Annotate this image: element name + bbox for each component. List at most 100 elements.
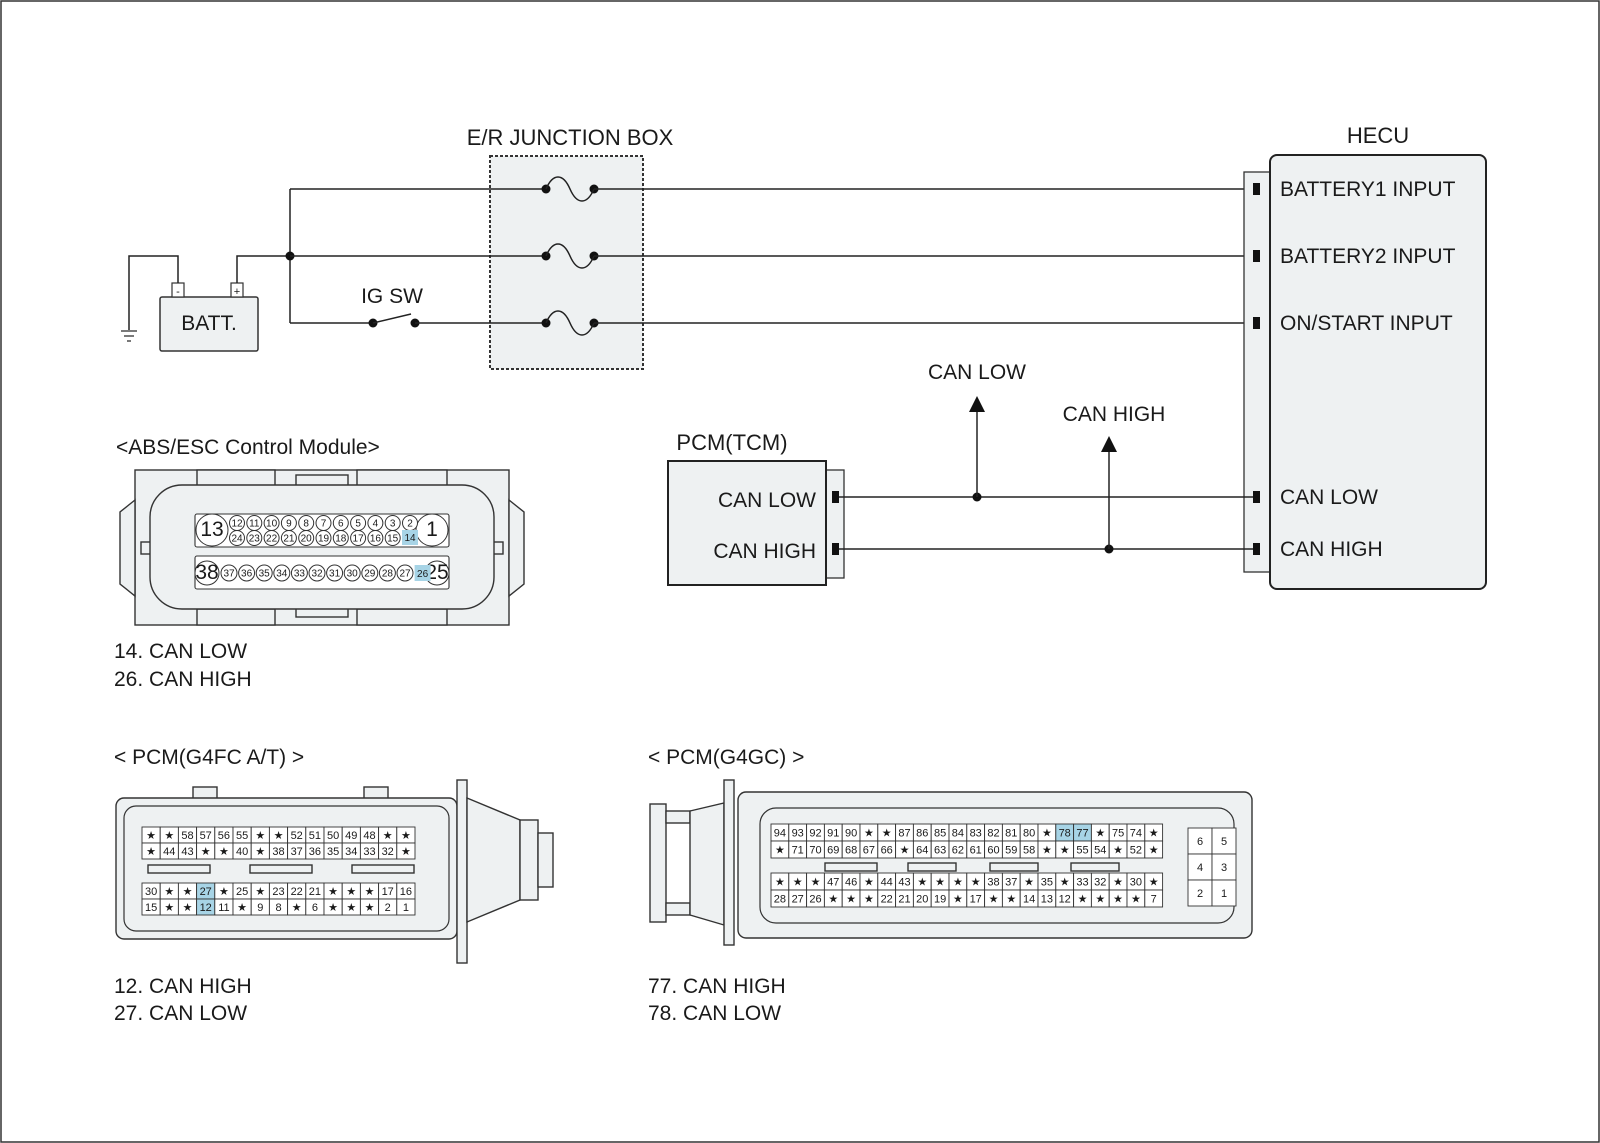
pcm-g4fc-pin: 38: [268, 842, 289, 860]
pcm-g4gc-pin: ★: [788, 872, 808, 891]
pcm-g4gc-pin: ★: [1055, 872, 1075, 891]
svg-text:85: 85: [934, 828, 946, 840]
svg-text:15: 15: [145, 902, 157, 914]
svg-text:6: 6: [312, 902, 318, 914]
svg-text:38: 38: [272, 846, 284, 858]
svg-text:★: ★: [219, 846, 229, 858]
pcm-g4gc-pin: ★: [966, 872, 986, 891]
pcm-g4gc-pin: 60: [984, 840, 1003, 859]
abs-pin: 19: [315, 530, 332, 546]
svg-text:7: 7: [1151, 894, 1157, 906]
svg-text:38: 38: [987, 877, 999, 889]
pcm-g4gc-pin: 44: [877, 872, 897, 891]
svg-text:13: 13: [1041, 894, 1053, 906]
pcm-g4gc-pin: 21: [895, 889, 914, 908]
svg-text:29: 29: [364, 569, 376, 580]
ground-wire: [128, 255, 179, 330]
svg-text:1: 1: [426, 518, 438, 541]
abs-pin: 35: [255, 564, 273, 582]
pcm-g4gc-pin: ★: [859, 823, 879, 842]
pcm-g4gc-pin: 91: [823, 823, 843, 842]
pcm-g4fc-pin: ★: [341, 898, 361, 916]
pcm-g4fc-pin: ★: [359, 898, 380, 916]
svg-text:91: 91: [827, 828, 839, 840]
pcm-g4gc-pin: 13: [1037, 889, 1057, 908]
abs-pin: 37: [220, 564, 238, 582]
abs-pin: 22: [263, 530, 280, 546]
pcm-g4fc-pin: ★: [396, 842, 416, 860]
pcm-g4gc-pin: ★: [1019, 872, 1039, 891]
pcm-g4gc-pin: ★: [770, 840, 790, 859]
svg-text:17: 17: [353, 534, 365, 545]
pcm-g4fc-pin: 27: [196, 882, 216, 900]
pcm-g4fc-pin: ★: [250, 826, 270, 844]
svg-text:★: ★: [365, 886, 375, 898]
svg-text:40: 40: [236, 846, 248, 858]
pcm-g4gc-flange: [723, 779, 735, 946]
svg-text:52: 52: [1130, 845, 1142, 857]
svg-text:★: ★: [164, 886, 174, 898]
pcm-g4gc-pin: ★: [1144, 823, 1164, 842]
svg-text:55: 55: [236, 830, 248, 842]
svg-text:★: ★: [346, 902, 356, 914]
svg-text:86: 86: [916, 828, 928, 840]
pcm-g4fc-pin: 23: [268, 882, 289, 900]
ig-switch-lever: [372, 313, 412, 324]
pcm-g4fc-pin: ★: [396, 826, 416, 844]
svg-text:57: 57: [200, 830, 212, 842]
battery: [159, 296, 259, 352]
svg-text:9: 9: [286, 519, 292, 530]
pcm-g4gc-pin: ★: [1144, 840, 1164, 859]
svg-text:21: 21: [283, 534, 295, 545]
svg-text:69: 69: [827, 845, 839, 857]
svg-text:19: 19: [318, 534, 330, 545]
svg-text:46: 46: [845, 877, 857, 889]
can-low-arrow-label: CAN LOW: [928, 361, 1026, 384]
svg-text:3: 3: [1221, 862, 1227, 874]
pcm-g4fc-pin: 1: [396, 898, 416, 916]
can-high-arrow-label: CAN HIGH: [1063, 403, 1166, 426]
svg-text:67: 67: [863, 845, 875, 857]
pcm-g4gc-pin: 75: [1108, 823, 1128, 842]
pcm-g4gc-pin: 59: [1001, 840, 1021, 859]
hecu-battery1-input: BATTERY1 INPUT: [1280, 178, 1456, 201]
svg-text:70: 70: [809, 845, 821, 857]
pcm-g4fc-pin: 15: [141, 898, 161, 916]
ig-switch-label: IG SW: [361, 285, 423, 308]
svg-text:25: 25: [425, 561, 448, 584]
abs-pin: 4: [367, 515, 384, 531]
pcm-g4gc-pin: 14: [1019, 889, 1039, 908]
pcm-g4gc-pin: ★: [1073, 889, 1092, 908]
svg-text:6: 6: [338, 519, 344, 530]
svg-text:35: 35: [327, 846, 339, 858]
abs-pin: 23: [246, 530, 263, 546]
abs-pin: 7: [315, 515, 332, 531]
pcm-g4gc-pin: 84: [948, 823, 968, 842]
svg-text:★: ★: [401, 846, 411, 858]
junction-box-title: E/R JUNCTION BOX: [467, 125, 674, 150]
svg-text:44: 44: [881, 877, 893, 889]
pcm-g4gc-pin: 83: [966, 823, 986, 842]
svg-text:87: 87: [898, 828, 910, 840]
svg-text:23: 23: [272, 886, 284, 898]
hecu-on-start-input: ON/START INPUT: [1280, 312, 1453, 335]
pcm-g4gc-pin: 93: [788, 823, 808, 842]
pcm-g4gc-title: < PCM(G4GC) >: [648, 746, 804, 769]
pcm-g4gc-legend-2: 78. CAN LOW: [648, 1002, 781, 1025]
pcm-tcm-title: PCM(TCM): [676, 430, 787, 455]
svg-text:5: 5: [355, 519, 361, 530]
pcm-g4fc-pin: ★: [323, 898, 343, 916]
svg-text:62: 62: [952, 845, 964, 857]
svg-text:38: 38: [195, 561, 218, 584]
pcm-tcm-can-low: CAN LOW: [718, 489, 816, 512]
pcm-g4fc-pin: 35: [323, 842, 343, 860]
svg-text:25: 25: [236, 886, 248, 898]
svg-text:32: 32: [1094, 877, 1106, 889]
pcm-g4fc-pin: 21: [305, 882, 325, 900]
svg-text:74: 74: [1130, 828, 1142, 840]
svg-text:8: 8: [275, 902, 281, 914]
pcm-g4fc-pin: ★: [232, 898, 252, 916]
svg-text:21: 21: [898, 894, 910, 906]
svg-text:11: 11: [249, 519, 260, 530]
svg-text:★: ★: [328, 902, 338, 914]
